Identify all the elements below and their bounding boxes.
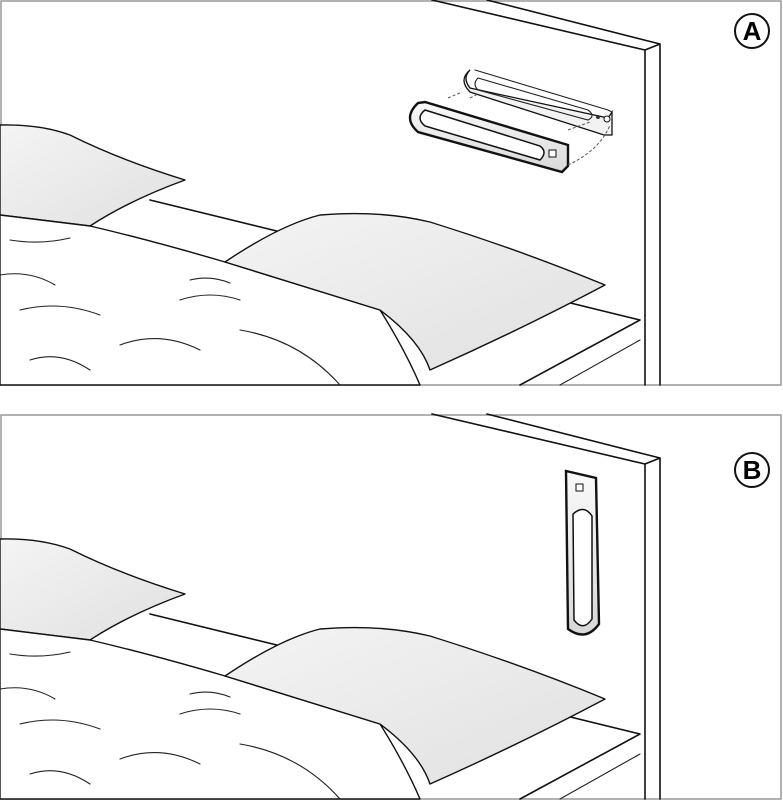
panel-a-label: A — [743, 16, 762, 46]
panel-b-label: B — [743, 455, 762, 485]
alignment-guides — [447, 91, 611, 166]
mounting-plate — [463, 69, 613, 136]
panel-b-badge: B — [734, 452, 770, 488]
panel-a-badge: A — [734, 13, 770, 49]
panel-b: B — [0, 413, 782, 800]
panel-a: A — [0, 0, 782, 386]
light-bar-vertical — [564, 469, 601, 636]
light-bar-horizontal — [408, 100, 570, 174]
